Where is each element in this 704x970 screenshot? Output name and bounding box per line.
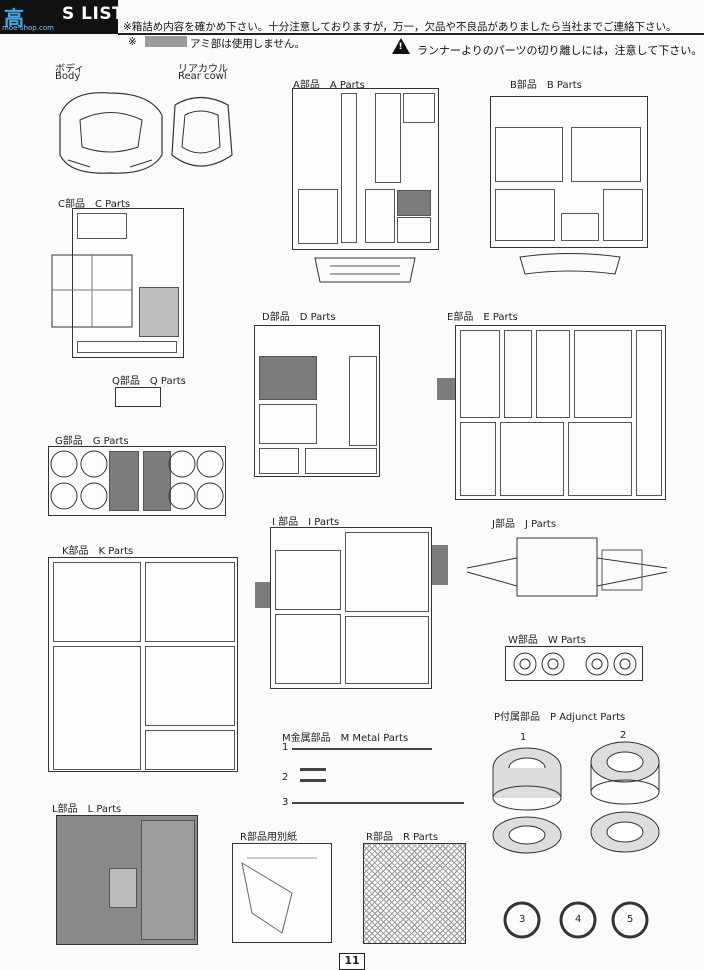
p-parts-tires-drawing (492, 741, 660, 854)
body-label-en: Body (55, 71, 81, 82)
cowl-label-en: Rear cowl (178, 71, 227, 82)
p-part-number-5: 5 (627, 914, 634, 925)
warning-text: ランナーよりのパーツの切り離しには，注意して下さい。 (417, 44, 703, 57)
l-parts-label: L部品 L Parts (52, 804, 122, 815)
a-parts-label: A部品 A Parts (293, 80, 365, 91)
m-part-screw-a (300, 768, 326, 771)
e-parts-runner (455, 325, 666, 500)
e-parts-label: E部品 E Parts (447, 312, 518, 323)
i-parts-mesh-tab-left (255, 582, 270, 608)
w-parts-label: W部品 W Parts (508, 635, 586, 646)
page-number: 11 (339, 953, 365, 970)
notice-line-2-suffix: アミ部は使用しません。 (190, 38, 305, 50)
d-parts-label: D部品 D Parts (262, 312, 336, 323)
j-parts-label: J部品 J Parts (492, 519, 557, 530)
notice-line-2-prefix: ※ (128, 36, 137, 48)
a-parts-runner (292, 88, 439, 250)
q-parts-runner (115, 387, 161, 407)
page-title: S LIST (62, 4, 125, 24)
c-parts-panel-drawing (51, 254, 133, 328)
k-parts-label: K部品 K Parts (62, 546, 134, 557)
m-part-number-3: 3 (282, 797, 289, 808)
j-parts-chassis-drawing (466, 537, 668, 597)
g-parts-runner (48, 446, 226, 516)
r-parts-decal-drawing (241, 857, 317, 934)
m-part-number-1: 1 (282, 742, 289, 753)
warning-exclamation-icon: ! (398, 42, 403, 52)
p-parts-rings-drawing (503, 901, 649, 939)
q-parts-label: Q部品 Q Parts (112, 376, 186, 387)
r-parts-label: R部品 R Parts (366, 832, 439, 843)
p-parts-label: P付属部品 P Adjunct Parts (494, 712, 626, 723)
r-sheet-label: R部品用別紙 (240, 832, 297, 843)
watermark-url: moe-shop.com (2, 24, 54, 32)
e-parts-mesh-tab (437, 378, 455, 400)
body-label-jp: ボディ (55, 64, 85, 75)
w-parts-wheels-drawing (513, 652, 637, 676)
b-parts-label: B部品 B Parts (510, 80, 582, 91)
p-part-number-2: 2 (620, 730, 627, 741)
i-parts-runner (270, 527, 432, 689)
m-part-rod-1 (292, 748, 432, 750)
p-part-number-4: 4 (575, 914, 582, 925)
r-parts-decal-sheet (232, 843, 332, 943)
a-parts-underbody-drawing (314, 257, 416, 283)
g-parts-label: G部品 G Parts (55, 436, 129, 447)
d-parts-runner (254, 325, 380, 477)
p-part-number-1: 1 (520, 732, 527, 743)
notice-line-1: ※箱詰め内容を確かめ下さい。十分注意しておりますが，万一，欠品や不良品がありまし… (123, 21, 677, 33)
m-part-screw-b (300, 779, 326, 782)
cowl-label-jp: リアカウル (178, 64, 228, 75)
l-parts-fret (56, 815, 198, 945)
k-parts-runner (48, 557, 238, 772)
r-parts-mesh-sheet (363, 843, 466, 944)
c-parts-label: C部品 C Parts (58, 199, 131, 210)
warning-icon (392, 38, 410, 54)
b-parts-bumper-drawing (519, 253, 621, 275)
header-bar (0, 0, 118, 34)
m-part-rod-3 (292, 802, 464, 804)
body-shells-drawing (59, 92, 233, 174)
m-parts-label: M金属部品 M Metal Parts (282, 733, 409, 744)
watermark-logo: 高 (4, 6, 24, 30)
g-parts-wheel-drawing (50, 450, 224, 510)
b-parts-runner (490, 96, 648, 248)
c-parts-runner (72, 208, 184, 358)
header-rule (118, 33, 704, 35)
i-parts-mesh-tab-right (432, 545, 448, 585)
mesh-swatch (145, 36, 187, 47)
p-part-number-3: 3 (519, 914, 526, 925)
i-parts-label: I 部品 I Parts (272, 517, 340, 528)
m-part-number-2: 2 (282, 772, 289, 783)
